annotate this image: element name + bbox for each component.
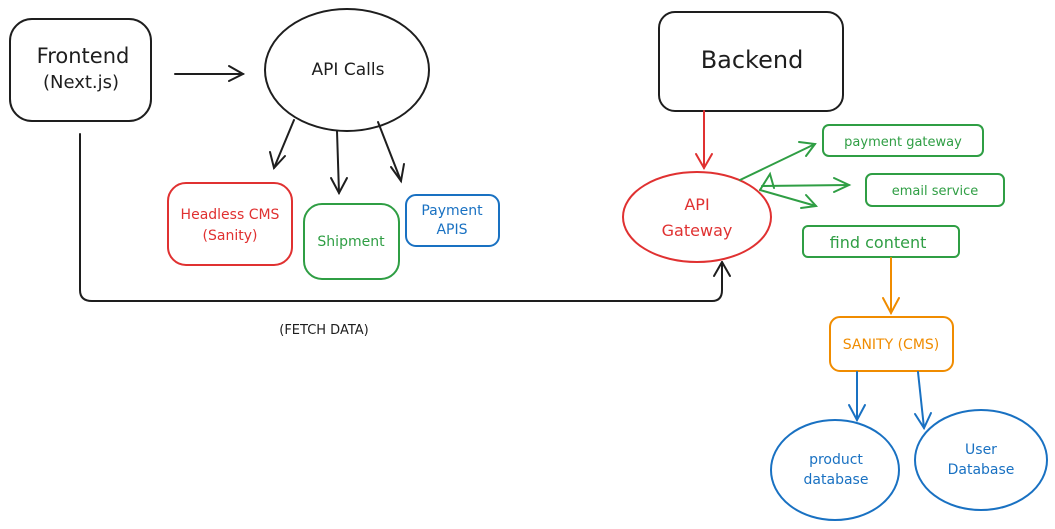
gateway-to-payment-gateway-arrow — [739, 141, 817, 181]
headless-cms-box — [167, 182, 293, 266]
user-database-ellipse — [914, 409, 1048, 511]
payment-apis-title: Payment — [421, 203, 483, 219]
user-database-title: User — [965, 442, 997, 458]
shipment-label: Shipment — [317, 234, 385, 250]
frontend-node: Frontend (Next.js) — [9, 18, 152, 122]
api-calls-node: API Calls — [264, 8, 430, 132]
frontend-title: Frontend — [37, 44, 130, 68]
user-database-node: User Database — [914, 409, 1048, 511]
headless-cms-subtitle: (Sanity) — [203, 228, 258, 244]
backend-to-gateway-arrow — [695, 110, 713, 171]
api-calls-label: API Calls — [312, 60, 385, 80]
gateway-to-email-service-arrow — [761, 177, 852, 193]
sanity-cms-node: SANITY (CMS) — [829, 316, 954, 372]
gateway-to-find-content-arrow — [759, 171, 819, 209]
payment-apis-node: Payment APIS — [405, 194, 500, 247]
headless-cms-title: Headless CMS — [181, 207, 280, 223]
payment-apis-subtitle: APIS — [436, 222, 467, 238]
user-database-subtitle: Database — [948, 462, 1015, 478]
sanity-cms-box — [829, 316, 954, 372]
payment-apis-box — [405, 194, 500, 247]
api-calls-to-payment-arrow — [377, 121, 405, 184]
payment-gateway-box — [822, 124, 984, 157]
find-content-to-sanity-arrow — [882, 257, 900, 316]
find-content-node: find content — [802, 225, 960, 258]
api-calls-ellipse — [264, 8, 430, 132]
frontend-box — [9, 18, 152, 122]
backend-node: Backend — [658, 11, 844, 112]
backend-label: Backend — [701, 46, 804, 74]
sanity-to-user-db-arrow — [914, 371, 932, 431]
frontend-subtitle: (Next.js) — [43, 72, 119, 93]
api-gateway-node: API Gateway — [622, 171, 772, 263]
headless-cms-node: Headless CMS (Sanity) — [167, 182, 293, 266]
email-service-label: email service — [892, 184, 979, 199]
email-service-box — [865, 173, 1005, 207]
payment-gateway-label: payment gateway — [844, 135, 962, 150]
product-database-subtitle: database — [804, 472, 869, 488]
product-database-title: product — [809, 452, 863, 468]
sanity-to-product-db-arrow — [848, 371, 866, 423]
api-calls-to-shipment-arrow — [330, 130, 348, 196]
fetch-data-label: (FETCH DATA) — [279, 323, 369, 338]
backend-box — [658, 11, 844, 112]
api-gateway-ellipse — [622, 171, 772, 263]
sanity-cms-label: SANITY (CMS) — [843, 337, 940, 353]
frontend-to-api-calls-arrow — [174, 65, 246, 82]
find-content-box — [802, 225, 960, 258]
payment-gateway-node: payment gateway — [822, 124, 984, 157]
product-database-node: product database — [770, 419, 900, 521]
email-service-node: email service — [865, 173, 1005, 207]
shipment-node: Shipment — [303, 203, 400, 280]
fetch-data-connector — [79, 133, 731, 302]
product-database-ellipse — [770, 419, 900, 521]
find-content-label: find content — [830, 233, 927, 252]
shipment-box — [303, 203, 400, 280]
api-calls-to-cms-arrow — [269, 119, 295, 171]
api-gateway-subtitle: Gateway — [662, 221, 733, 240]
api-gateway-title: API — [684, 195, 709, 214]
